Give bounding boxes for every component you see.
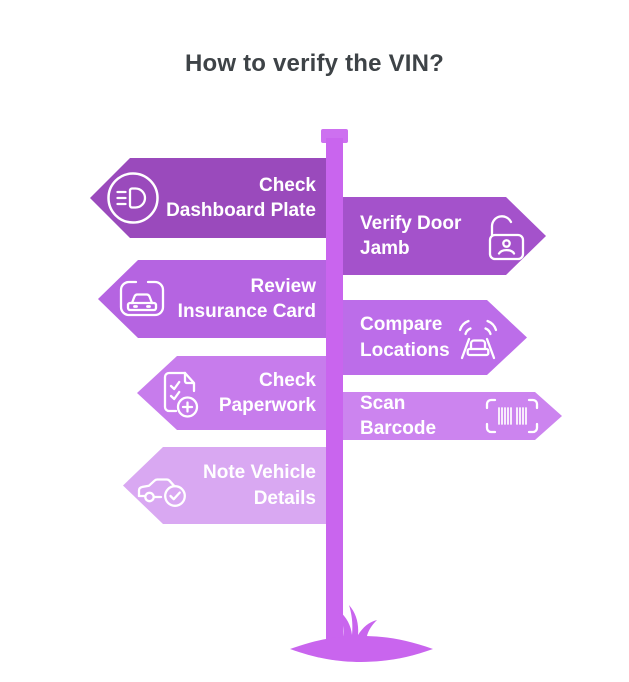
car-signal-icon [451,312,505,364]
banner-label: Scan Barcode [360,392,437,439]
banner-label: Compare Locations [360,314,450,361]
barcode-icon [482,395,542,437]
banner-compare-locations: Compare Locations [334,300,527,375]
banner-check-paperwork: Check Paperwork [137,356,334,430]
paperwork-check-icon [152,365,204,421]
ground-mound [290,636,433,662]
banner-check-dashboard-plate: Check Dashboard Plate [90,158,334,238]
signpost-pole [326,138,343,646]
banner-note-vehicle-details: Note Vehicle Details [123,447,334,524]
banner-label: Verify Door Jamb [360,212,462,259]
grass-tuft-icon [338,605,377,644]
banner-review-insurance-card: Review Insurance Card [98,260,334,338]
banner-label: Note Vehicle Details [203,462,316,509]
banner-scan-barcode: Scan Barcode [334,392,562,440]
car-check-icon [134,461,192,511]
banner-label: Check Dashboard Plate [166,174,316,221]
headlight-icon [104,169,162,227]
banner-label: Check Paperwork [218,369,316,416]
banner-verify-door-jamb: Verify Door Jamb [334,197,546,275]
banner-label: Review Insurance Card [177,275,316,322]
insurance-card-icon [114,272,170,326]
page-title: How to verify the VIN? [184,50,445,77]
unlocked-padlock-icon [476,208,532,264]
